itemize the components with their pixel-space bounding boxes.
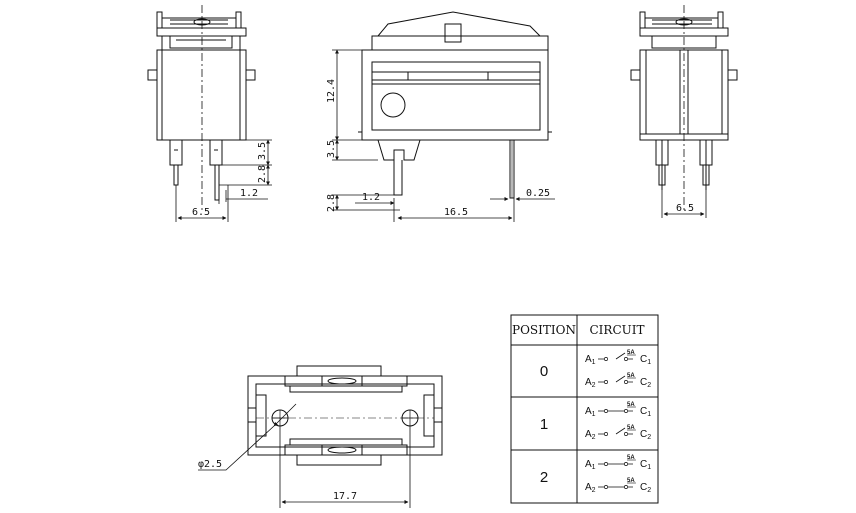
- front-view: [147, 5, 256, 210]
- side-dim-bottom: 2.8: [326, 194, 337, 212]
- right-dim-width: 6.5: [676, 203, 694, 214]
- side-dim-pin-thickness: 0.25: [526, 188, 550, 199]
- bottom-view: [247, 365, 443, 466]
- terminal-a-label: A2: [585, 482, 596, 494]
- front-dim-pin-offset: 1.2: [240, 188, 258, 199]
- rating-label: 5A: [627, 455, 635, 461]
- circuit-line: A2 5A C2: [585, 373, 651, 389]
- rating-label: 5A: [627, 478, 635, 484]
- terminal-c-label: C2: [640, 482, 651, 494]
- table-row: 2 A1 5A C1 A2 5A C2: [540, 455, 651, 494]
- table-row: 0 A1 5A C1 A2 5A C2: [540, 350, 651, 389]
- terminal-c-label: C1: [640, 459, 651, 471]
- circuit-line: A2 5A C2: [585, 425, 651, 441]
- side-view: [358, 11, 552, 199]
- terminal-a-label: A2: [585, 377, 596, 389]
- side-dim-pin-offset: 1.2: [362, 192, 380, 203]
- bottom-dim-hole: φ2.5: [198, 459, 222, 470]
- terminal-a-label: A2: [585, 429, 596, 441]
- circuit-table: POSITION CIRCUIT 0 A1 5A C1 A2 5A: [510, 314, 659, 504]
- circuit-line: A2 5A C2: [585, 478, 651, 494]
- terminal-a-label: A1: [585, 406, 596, 418]
- right-dimension-lines: [661, 190, 707, 218]
- side-dim-pin-height: 3.5: [326, 140, 337, 158]
- side-dimension-lines: [332, 49, 555, 222]
- position-value: 2: [540, 469, 548, 486]
- side-dim-length: 16.5: [444, 207, 468, 218]
- rating-label: 5A: [627, 373, 635, 379]
- front-dim-h2: 2.8: [257, 165, 268, 183]
- rating-label: 5A: [627, 350, 635, 356]
- front-dim-h1: 3.5: [257, 142, 268, 160]
- terminal-c-label: C1: [640, 406, 651, 418]
- front-dimension-lines: [175, 139, 272, 222]
- right-view: [630, 5, 738, 210]
- table-row: 1 A1 5A C1 A2 5A C2: [540, 402, 651, 441]
- bottom-dim-length: 17.7: [333, 491, 357, 502]
- terminal-a-label: A1: [585, 459, 596, 471]
- bottom-dimension-lines: [198, 403, 411, 508]
- table-header-circuit: CIRCUIT: [590, 323, 645, 337]
- side-dim-body-height: 12.4: [326, 79, 337, 103]
- position-value: 1: [540, 416, 548, 433]
- terminal-c-label: C1: [640, 354, 651, 366]
- circuit-line: A1 5A C1: [585, 350, 651, 366]
- front-dim-width: 6.5: [192, 207, 210, 218]
- table-header-position: POSITION: [512, 323, 576, 337]
- terminal-c-label: C2: [640, 429, 651, 441]
- terminal-a-label: A1: [585, 354, 596, 366]
- position-value: 0: [540, 363, 548, 380]
- rating-label: 5A: [627, 425, 635, 431]
- rating-label: 5A: [627, 402, 635, 408]
- terminal-c-label: C2: [640, 377, 651, 389]
- circuit-line: A1 5A C1: [585, 455, 651, 471]
- circuit-line: A1 5A C1: [585, 402, 651, 418]
